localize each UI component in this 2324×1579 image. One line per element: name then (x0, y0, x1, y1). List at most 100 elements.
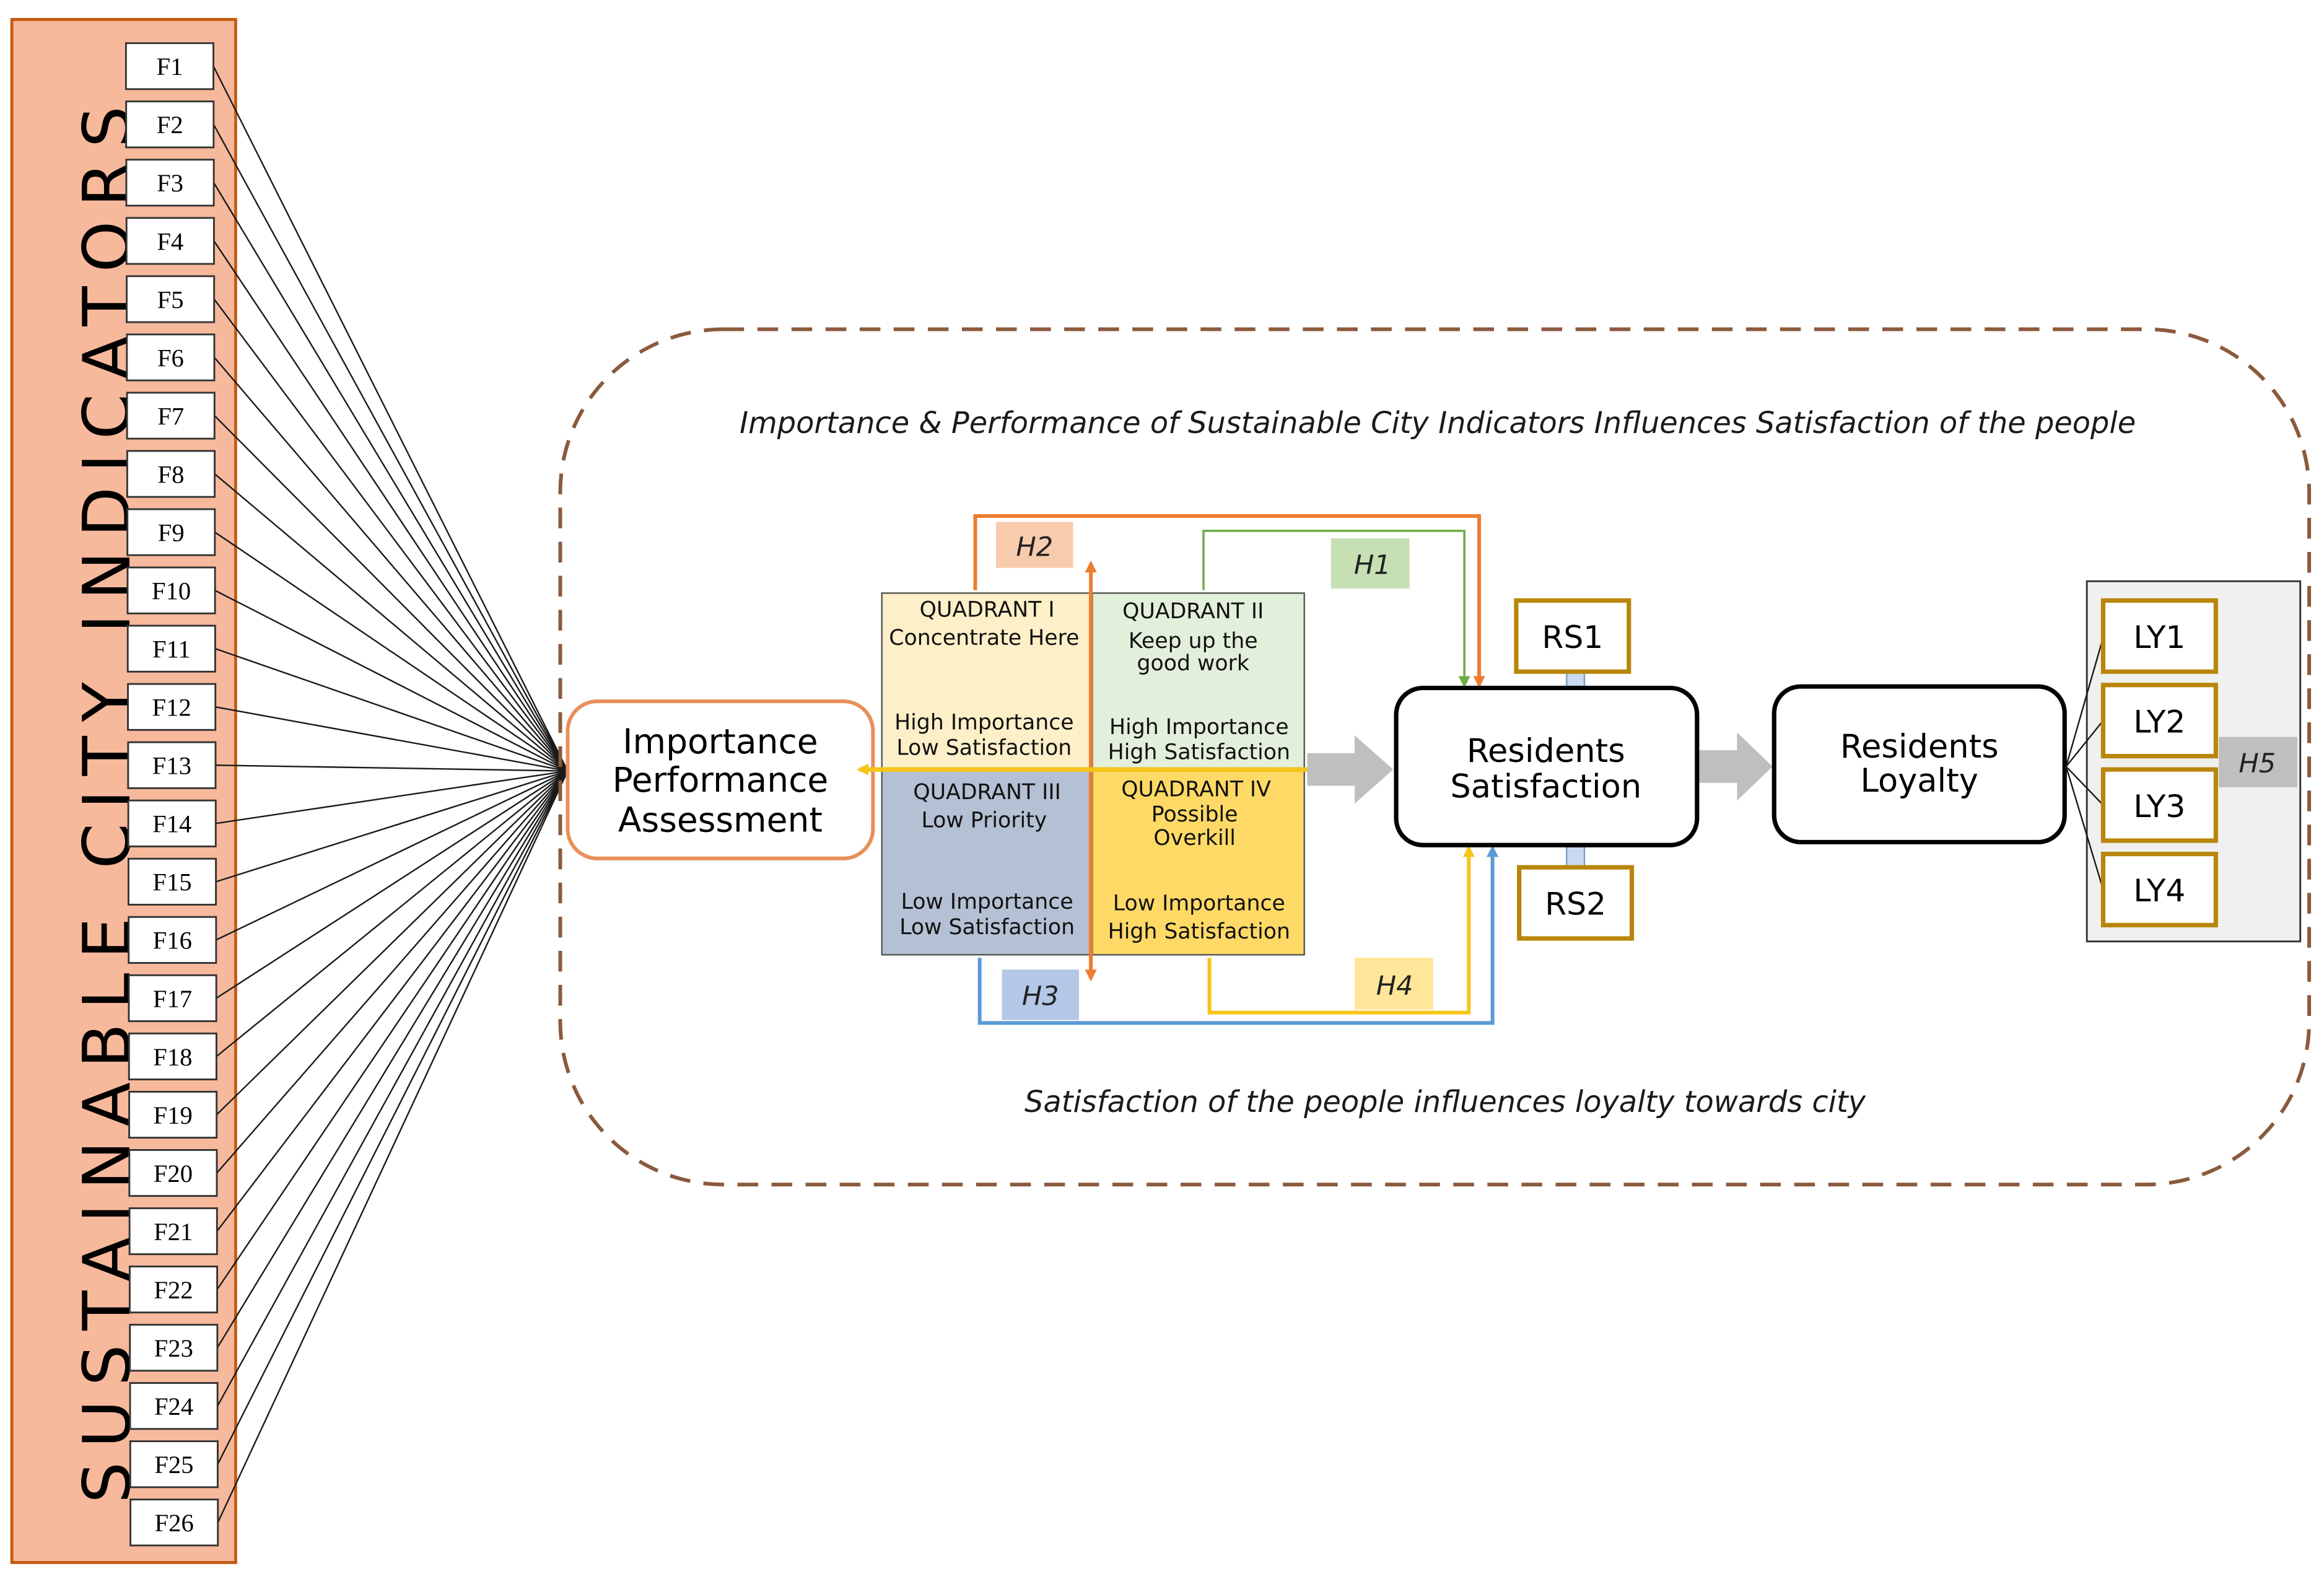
factor-connector-line (216, 770, 569, 999)
factor-box (126, 275, 216, 323)
factor-label: F9 (158, 518, 185, 546)
factor-box (127, 857, 217, 906)
rs1-box (1514, 598, 1632, 674)
factor-connector-line (216, 770, 569, 1232)
factor-f22: F22 (128, 1266, 219, 1314)
factor-f15: F15 (127, 857, 217, 906)
ly4-label: LY4 (2133, 872, 2185, 909)
ly3-box (2100, 767, 2218, 843)
factor-label: F19 (154, 1101, 193, 1129)
factor-box (127, 683, 217, 731)
factor-f5: F5 (126, 275, 216, 323)
h4-label: H4 (1376, 971, 1413, 1002)
factor-f21: F21 (128, 1207, 218, 1256)
factor-f20: F20 (128, 1149, 218, 1197)
factor-box (127, 799, 217, 847)
factor-connector-line (213, 182, 569, 772)
factor-box (129, 1382, 219, 1430)
factor-connector-line (212, 66, 569, 772)
h2-path (973, 514, 1485, 688)
factor-connector-line (216, 770, 569, 1057)
factor-label: F23 (154, 1334, 193, 1362)
factor-label: F16 (153, 927, 192, 955)
satisfaction-line-1: Residents (1467, 732, 1625, 770)
h3-path (977, 845, 1499, 1025)
factor-connector-line (217, 771, 569, 1465)
factor-connector-line (217, 771, 569, 1523)
factor-connector-line (215, 764, 568, 772)
factor-label: F6 (157, 344, 184, 372)
q3-line-2: Low Satisfaction (899, 915, 1075, 940)
factor-box (128, 1149, 218, 1197)
factor-box (128, 1032, 217, 1080)
factor-connector-line (215, 706, 568, 772)
factor-f3: F3 (125, 159, 215, 207)
hypothesis-frame (558, 327, 2312, 1187)
factor-connector-line (214, 473, 569, 772)
residents-loyalty-box (1771, 684, 2067, 845)
factor-label: F22 (154, 1276, 193, 1304)
factor-label: F12 (152, 694, 191, 722)
factor-label: F1 (157, 53, 183, 81)
factor-label: F24 (154, 1393, 193, 1420)
factor-connector-line (213, 299, 569, 772)
satisfaction-line-2: Satisfaction (1450, 768, 1641, 806)
ipa-box (566, 699, 875, 860)
q4-line-1: Low Importance (1113, 891, 1285, 916)
factor-connector-line (216, 770, 569, 1174)
factor-label: F10 (152, 577, 191, 605)
factor-f1: F1 (124, 42, 215, 90)
factor-f26: F26 (129, 1498, 219, 1547)
factor-box (129, 1498, 219, 1547)
h2-label: H2 (1016, 532, 1053, 563)
q4-title: QUADRANT IV (1121, 777, 1271, 802)
q2-subtitle-1: Keep up the (1129, 629, 1258, 654)
factor-label: F11 (152, 636, 191, 663)
factor-box (129, 1440, 219, 1489)
factor-connector-line (213, 240, 569, 772)
factor-label: F15 (152, 868, 191, 896)
factor-box (128, 1266, 219, 1314)
factor-f7: F7 (126, 391, 216, 440)
factor-f19: F19 (128, 1090, 218, 1139)
factor-box (126, 450, 216, 498)
factor-label: F2 (157, 111, 183, 139)
ipa-quadrant-matrix: QUADRANT I Concentrate Here High Importa… (857, 560, 1326, 982)
factor-connector-line (214, 357, 569, 772)
ipa-line-2: Performance (613, 760, 829, 800)
frame-top-caption: Importance & Performance of Sustainable … (740, 406, 2136, 440)
factor-connector-line (216, 770, 569, 1116)
quadrant-3 (881, 767, 1093, 956)
factor-connector-line (214, 415, 569, 772)
factor-f11: F11 (126, 624, 216, 673)
ipa-line-3: Assessment (618, 800, 823, 840)
factor-connector-line (216, 770, 568, 824)
loyalty-line-2: Loyalty (1861, 762, 1978, 800)
factor-label: F8 (158, 460, 185, 488)
factor-connector-line (216, 770, 568, 941)
factor-box (128, 916, 217, 964)
factor-box (124, 42, 215, 90)
factor-connector-line (212, 124, 569, 772)
q1-subtitle: Concentrate Here (889, 626, 1079, 650)
ly1-box (2100, 598, 2218, 674)
factor-f25: F25 (129, 1440, 219, 1489)
ly4-box (2100, 852, 2218, 928)
rs2-label: RS2 (1545, 886, 1606, 922)
factor-box (126, 566, 216, 615)
ly1-label: LY1 (2133, 619, 2185, 655)
factor-f23: F23 (129, 1324, 219, 1372)
factor-label: F18 (153, 1043, 192, 1071)
factor-label: F4 (157, 227, 183, 255)
ly2-box (2100, 683, 2218, 759)
h1-label-bg (1330, 538, 1410, 589)
q2-line-1: High Importance (1109, 715, 1289, 740)
factor-connector-line (214, 590, 569, 772)
h5-label-bg (2219, 737, 2297, 787)
factor-f10: F10 (126, 566, 216, 615)
ipa-line-1: Importance (622, 722, 818, 761)
ly3-label: LY3 (2133, 788, 2185, 824)
q2-subtitle-2: good work (1137, 651, 1249, 676)
factor-box (129, 1324, 219, 1372)
